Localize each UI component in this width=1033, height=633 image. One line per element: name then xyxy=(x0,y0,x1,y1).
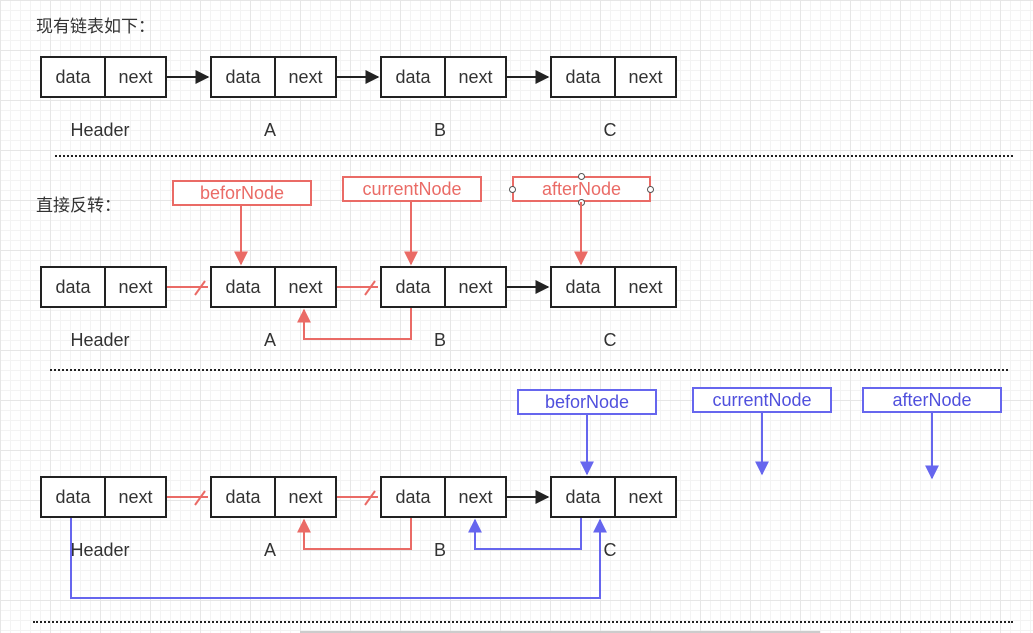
node-b-row2[interactable]: data next xyxy=(380,266,507,308)
separator-3 xyxy=(33,621,1013,623)
next-cell: next xyxy=(458,276,493,297)
resize-handle[interactable] xyxy=(647,186,654,193)
label-b: B xyxy=(433,540,446,560)
label-c: C xyxy=(603,330,617,350)
data-cell: data xyxy=(382,478,446,516)
data-cell: data xyxy=(212,58,276,96)
next-cell: next xyxy=(288,276,323,297)
node-header-row1[interactable]: data next xyxy=(40,56,167,98)
data-cell: data xyxy=(42,58,106,96)
break-mark xyxy=(364,490,376,506)
next-cell: next xyxy=(118,66,153,87)
label-header: Header xyxy=(70,330,130,350)
node-b-row3[interactable]: data next xyxy=(380,476,507,518)
label-b: B xyxy=(433,330,446,350)
resize-handle[interactable] xyxy=(578,173,585,180)
data-cell: data xyxy=(552,268,616,306)
data-cell: data xyxy=(212,478,276,516)
pointer-current-node-blue[interactable]: currentNode xyxy=(692,387,832,413)
node-b-row1[interactable]: data next xyxy=(380,56,507,98)
next-cell: next xyxy=(288,66,323,87)
break-mark xyxy=(194,490,206,506)
data-cell: data xyxy=(382,58,446,96)
next-cell: next xyxy=(118,276,153,297)
scrollbar-track[interactable] xyxy=(300,631,820,633)
label-b: B xyxy=(433,120,446,140)
break-mark xyxy=(194,280,206,296)
node-header-row3[interactable]: data next xyxy=(40,476,167,518)
label-a: A xyxy=(263,540,276,560)
next-cell: next xyxy=(458,66,493,87)
next-cell: next xyxy=(118,486,153,507)
data-cell: data xyxy=(42,478,106,516)
label-a: A xyxy=(263,120,276,140)
data-cell: data xyxy=(42,268,106,306)
next-cell: next xyxy=(288,486,323,507)
next-cell: next xyxy=(628,66,663,87)
data-cell: data xyxy=(382,268,446,306)
resize-handle[interactable] xyxy=(509,186,516,193)
next-cell: next xyxy=(628,486,663,507)
label-header: Header xyxy=(70,540,130,560)
separator-2 xyxy=(50,369,1008,371)
node-c-row3[interactable]: data next xyxy=(550,476,677,518)
node-a-row1[interactable]: data next xyxy=(210,56,337,98)
pointer-befor-node-red[interactable]: beforNode xyxy=(172,180,312,206)
data-cell: data xyxy=(212,268,276,306)
next-cell: next xyxy=(458,486,493,507)
node-a-row3[interactable]: data next xyxy=(210,476,337,518)
node-a-row2[interactable]: data next xyxy=(210,266,337,308)
section-title-existing: 现有链表如下： xyxy=(36,17,155,37)
label-a: A xyxy=(263,330,276,350)
data-cell: data xyxy=(552,478,616,516)
pointer-current-node-red[interactable]: currentNode xyxy=(342,176,482,202)
pointer-after-node-blue[interactable]: afterNode xyxy=(862,387,1002,413)
label-c: C xyxy=(603,540,617,560)
pointer-befor-node-blue[interactable]: beforNode xyxy=(517,389,657,415)
data-cell: data xyxy=(552,58,616,96)
node-c-row2[interactable]: data next xyxy=(550,266,677,308)
next-cell: next xyxy=(628,276,663,297)
node-c-row1[interactable]: data next xyxy=(550,56,677,98)
label-header: Header xyxy=(70,120,130,140)
resize-handle[interactable] xyxy=(578,199,585,206)
label-c: C xyxy=(603,120,617,140)
section-title-direct: 直接反转： xyxy=(36,196,121,216)
separator-1 xyxy=(55,155,1013,157)
break-mark xyxy=(364,280,376,296)
node-header-row2[interactable]: data next xyxy=(40,266,167,308)
